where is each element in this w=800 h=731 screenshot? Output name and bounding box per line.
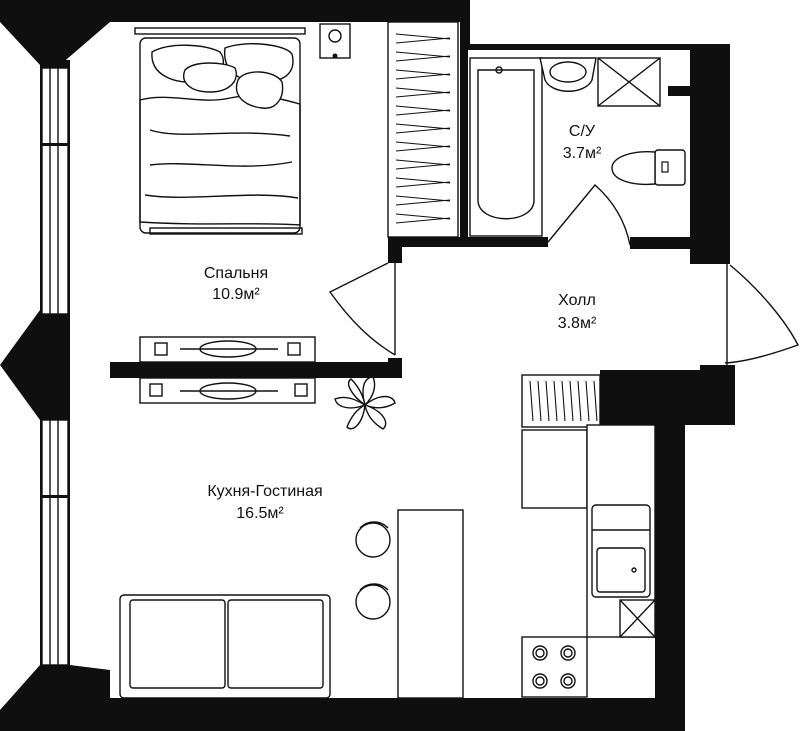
hall-name: Холл (558, 292, 596, 309)
bedroom-name: Спальня (204, 265, 268, 282)
nightstand (319, 23, 351, 59)
kitchen (355, 374, 656, 699)
windows (41, 67, 69, 666)
kitchen-living-name: Кухня-Гостиная (207, 483, 322, 500)
room-labels: Спальня 10.9м² С/У 3.7м² Холл 3.8м² Кухн… (204, 123, 602, 522)
bedroom-area: 10.9м² (212, 286, 260, 303)
hall-area: 3.8м² (558, 315, 597, 332)
bathroom-name: С/У (569, 123, 596, 140)
kitchen-living-area: 16.5м² (236, 505, 284, 522)
wardrobe (387, 21, 459, 238)
interior-walls (110, 44, 700, 378)
doors (328, 183, 799, 365)
tv-units (139, 336, 316, 404)
pillow-small (235, 71, 284, 109)
sofa (119, 594, 331, 699)
bathroom-area: 3.7м² (563, 145, 602, 162)
bed (134, 27, 306, 235)
plant (334, 376, 396, 430)
pillow-center (183, 62, 237, 93)
bathroom-fixtures (469, 57, 686, 237)
